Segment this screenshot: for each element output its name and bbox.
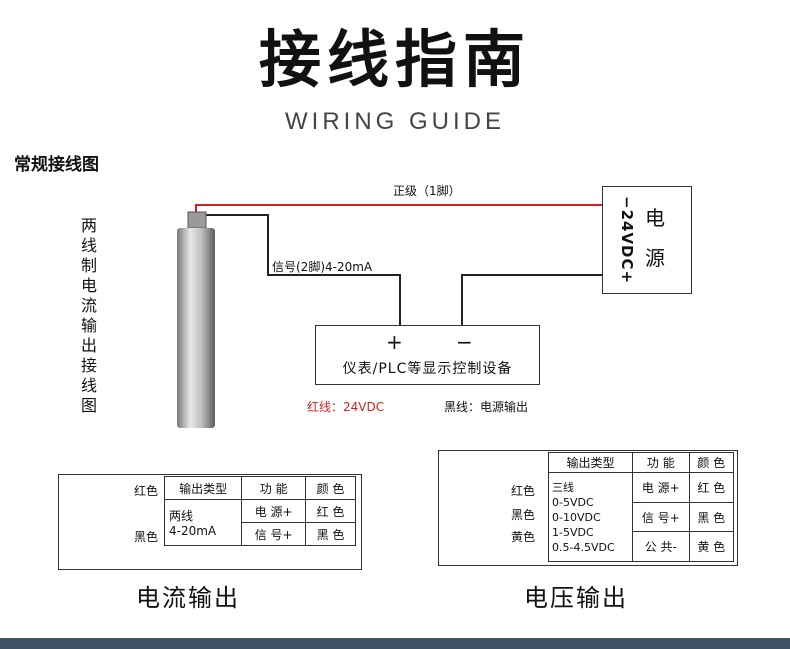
type-line: 0.5-4.5VDC	[552, 540, 615, 554]
current-output-table: 输出类型 功 能 颜 色 两线 4-20mA 电 源+ 红 色 信 号+ 黑 色	[163, 476, 357, 546]
positive-wire-label: 正级（1脚）	[393, 184, 461, 198]
table-row: 输出类型 功 能 颜 色	[163, 476, 357, 500]
power-voltage: −24VDC+	[618, 195, 636, 285]
color-cell: 黑 色	[688, 501, 735, 533]
footer-bar	[0, 638, 790, 649]
header-type: 输出类型	[547, 451, 634, 474]
current-output-caption: 电流输出	[136, 584, 240, 612]
voltage-black-label: 黑色	[511, 508, 536, 522]
voltage-yellow-label: 黄色	[511, 530, 536, 544]
table-row: 两线 4-20mA 电 源+ 红 色	[163, 499, 357, 546]
color-cell: 红 色	[304, 499, 357, 523]
color-cell: 黄 色	[688, 531, 735, 562]
page-subtitle: WIRING GUIDE	[285, 108, 505, 135]
meter-box	[315, 325, 540, 385]
red-wire-note: 红线：24VDC	[307, 400, 385, 414]
type-cell: 三线 0-5VDC 0-10VDC 1-5VDC 0.5-4.5VDC	[547, 472, 634, 562]
header-type: 输出类型	[163, 476, 243, 500]
meter-minus: −	[456, 330, 473, 354]
return-wire	[461, 274, 602, 325]
pressure-sensor	[177, 228, 215, 428]
type-line: 0-10VDC	[552, 510, 601, 524]
color-cell: 黑 色	[304, 522, 357, 546]
diagram-vertical-label: 两线制电流输出接线图	[80, 216, 97, 415]
color-cell: 红 色	[688, 472, 735, 503]
type-cell: 两线 4-20mA	[163, 499, 243, 546]
current-red-label: 红色	[134, 484, 159, 498]
signal-wire-label: 信号(2脚)4-20mA	[272, 260, 373, 274]
function-cell: 电 源+	[241, 499, 306, 523]
meter-label: 仪表/PLC等显示控制设备	[342, 361, 513, 377]
type-line: 0-5VDC	[552, 495, 594, 509]
header-color: 颜 色	[688, 451, 735, 474]
power-box	[602, 186, 692, 294]
sensor-cap	[187, 211, 207, 229]
header-color: 颜 色	[304, 476, 357, 500]
table-row: 三线 0-5VDC 0-10VDC 1-5VDC 0.5-4.5VDC 电 源+…	[547, 472, 735, 562]
type-line: 两线	[169, 509, 194, 523]
header-function: 功 能	[632, 451, 690, 474]
type-line: 三线	[552, 480, 574, 494]
header-function: 功 能	[241, 476, 306, 500]
function-cell: 公 共-	[632, 531, 690, 562]
function-cell: 信 号+	[241, 522, 306, 546]
voltage-red-label: 红色	[511, 484, 536, 498]
section-title: 常规接线图	[14, 155, 99, 175]
table-row: 信 号+ 黑 色	[165, 522, 357, 546]
type-line: 1-5VDC	[552, 525, 594, 539]
table-row: 输出类型 功 能 颜 色	[547, 451, 735, 474]
voltage-output-caption: 电压输出	[524, 584, 628, 612]
function-cell: 信 号+	[632, 501, 690, 533]
current-black-label: 黑色	[134, 530, 159, 544]
type-line: 4-20mA	[169, 524, 217, 538]
black-wire-note: 黑线：电源输出	[444, 400, 529, 414]
voltage-output-table: 输出类型 功 能 颜 色 三线 0-5VDC 0-10VDC 1-5VDC 0.…	[547, 451, 735, 562]
page-title: 接线指南	[258, 23, 531, 96]
red-wire	[195, 204, 602, 212]
power-name: 电源	[645, 206, 665, 270]
table-row: 公 共- 黄 色	[549, 531, 735, 562]
meter-plus: +	[386, 330, 403, 354]
function-cell: 电 源+	[632, 472, 690, 503]
table-row: 信 号+ 黑 色	[549, 501, 735, 533]
